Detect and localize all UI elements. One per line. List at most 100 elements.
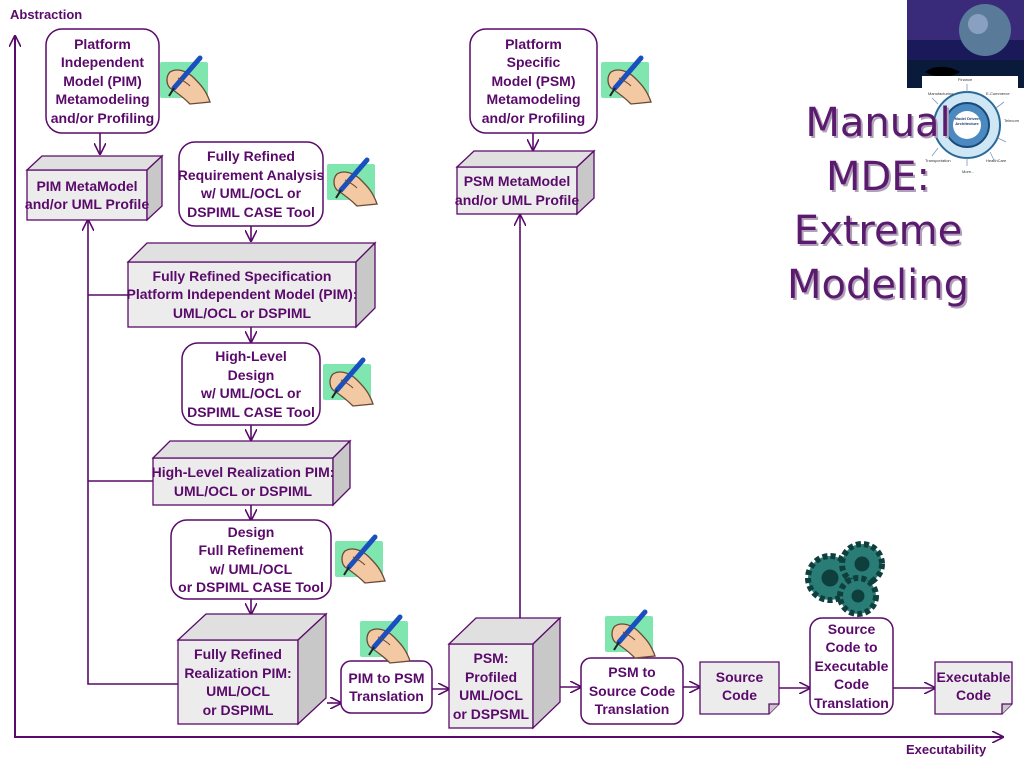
node-line: and/or Profiling [481,109,586,126]
node-psm-metamodeling: Platform Specific Model (PSM) Metamodeli… [470,29,597,133]
node-line: UML/OCL or DSPIML [173,482,313,499]
node-line: Translation [349,688,424,704]
slide-title: Manual MDE: Extreme Modeling [770,96,986,312]
node-source-to-exec: Source Code to Executable Code Translati… [810,618,893,714]
node-line: Full Refinement [198,542,304,558]
node-line: or DSPSML [452,705,530,722]
document-boxes [699,661,1013,715]
node-line: Metamodeling [55,91,150,108]
node-line: Platform [74,35,131,52]
mda-logo-sector: Telecom [1004,118,1019,123]
cube-refined-spec [126,241,377,329]
node-line: w/ UML/OCL or [200,185,302,201]
node-line: w/ UML/OCL [209,560,293,577]
node-line: Code [834,676,869,693]
node-line: DSPIML CASE Tool [187,203,315,220]
box-pim-to-psm [340,660,433,714]
node-hl-design: High-Level Design w/ UML/OCL or DSPIML C… [182,343,320,425]
node-line: Platform Independent Model (PIM): [126,286,358,303]
connectors [88,133,935,703]
node-line: Translation [814,694,889,711]
process-boxes [45,28,894,725]
node-design-full: Design Full Refinement w/ UML/OCL or DSP… [171,520,331,599]
node-line: Source [715,668,764,685]
cube-hl-realization [151,439,352,507]
doc-executable-code-fold [1001,703,1012,714]
node-line: Source [827,620,876,637]
node-line: and/or UML Profile [454,191,580,208]
node-psm-metamodel: PSM MetaModel and/or UML Profile [454,167,580,214]
node-line: Executable [936,668,1011,685]
mda-logo-sector: Transportation [925,158,951,163]
node-line: Independent [60,54,145,71]
node-hl-realization: High-Level Realization PIM: UML/OCL or D… [151,458,335,505]
hand-writing-icon [323,360,373,406]
scenic-photo-image [907,0,1024,88]
gears-icon [805,541,885,617]
node-line: Profiled [464,668,518,685]
cube-psm-metamodel [455,149,596,216]
node-line: Executable [814,657,889,674]
title-line: MDE: [825,154,931,200]
node-line: Specific [506,54,561,71]
node-line: Design [227,366,275,383]
node-line: PIM MetaModel [36,177,138,194]
node-line: Translation [594,701,670,718]
mda-logo-sector: Finance [958,77,973,82]
node-line: and/or Profiling [50,109,155,126]
node-line: PIM to PSM [348,669,425,686]
node-line: DSPIML CASE Tool [187,403,315,420]
box-source-to-exec [809,617,894,715]
node-line: Source Code [588,682,676,699]
node-line: PSM MetaModel [463,173,571,189]
node-executable-code: Executable Code [935,662,1012,710]
node-pim-to-psm: PIM to PSM Translation [341,661,432,713]
box-psm-to-source [580,657,684,725]
node-line: PSM: [473,650,509,666]
edge-backbone-to-pim-metamodel [88,220,178,685]
node-line: or DSPIML CASE Tool [178,579,324,595]
hand-writing-icon [327,160,377,206]
box-hl-design [181,342,321,426]
node-refined-realization: Fully Refined Realization PIM: UML/OCL o… [178,640,298,724]
node-line: UML/OCL [459,687,523,703]
node-line: High-Level Realization PIM: [151,464,335,480]
doc-source-code-fold [768,703,779,714]
mda-logo-sector: Manufacturing [928,91,954,96]
node-line: Fully Refined [207,148,295,164]
node-line: Code to [825,639,878,656]
hand-writing-icon [605,612,655,658]
node-source-code: Source Code [700,662,779,710]
box-refined-req [178,141,324,227]
node-line: Requirement Analysis [177,166,325,183]
node-line: Realization PIM: [184,664,292,681]
model-cubes [25,149,596,730]
node-refined-req: Fully Refined Requirement Analysis w/ UM… [177,142,325,226]
title-line: Manual [805,100,951,146]
hand-writing-icon [335,537,385,583]
node-psm-profiled: PSM: Profiled UML/OCL or DSPSML [449,644,533,728]
node-line: Platform [505,35,562,52]
title-line: Extreme [793,208,963,254]
x-axis-label: Executability [906,742,987,757]
cube-pim-metamodel [25,154,164,222]
node-line: Code [722,687,757,703]
hand-writing-icon [601,58,651,104]
mda-logo-sector: E-Commerce [986,91,1010,96]
node-line: Metamodeling [486,91,581,108]
cube-psm-profiled [447,616,562,730]
node-pim-metamodeling: Platform Independent Model (PIM) Metamod… [46,29,159,133]
hand-writing-icon [160,58,210,104]
node-psm-to-source: PSM to Source Code Translation [581,658,683,724]
box-pim-metamodeling [45,28,160,134]
mda-logo-sector: More... [962,169,975,174]
box-design-full [170,519,332,600]
node-line: or DSPIML [202,701,274,718]
node-line: Code [956,687,991,703]
node-line: Fully Refined Specification [152,267,332,284]
node-line: w/ UML/OCL or [200,385,302,401]
node-refined-spec: Fully Refined Specification Platform Ind… [126,262,358,327]
axes [15,36,1003,738]
mda-logo [922,76,1018,178]
